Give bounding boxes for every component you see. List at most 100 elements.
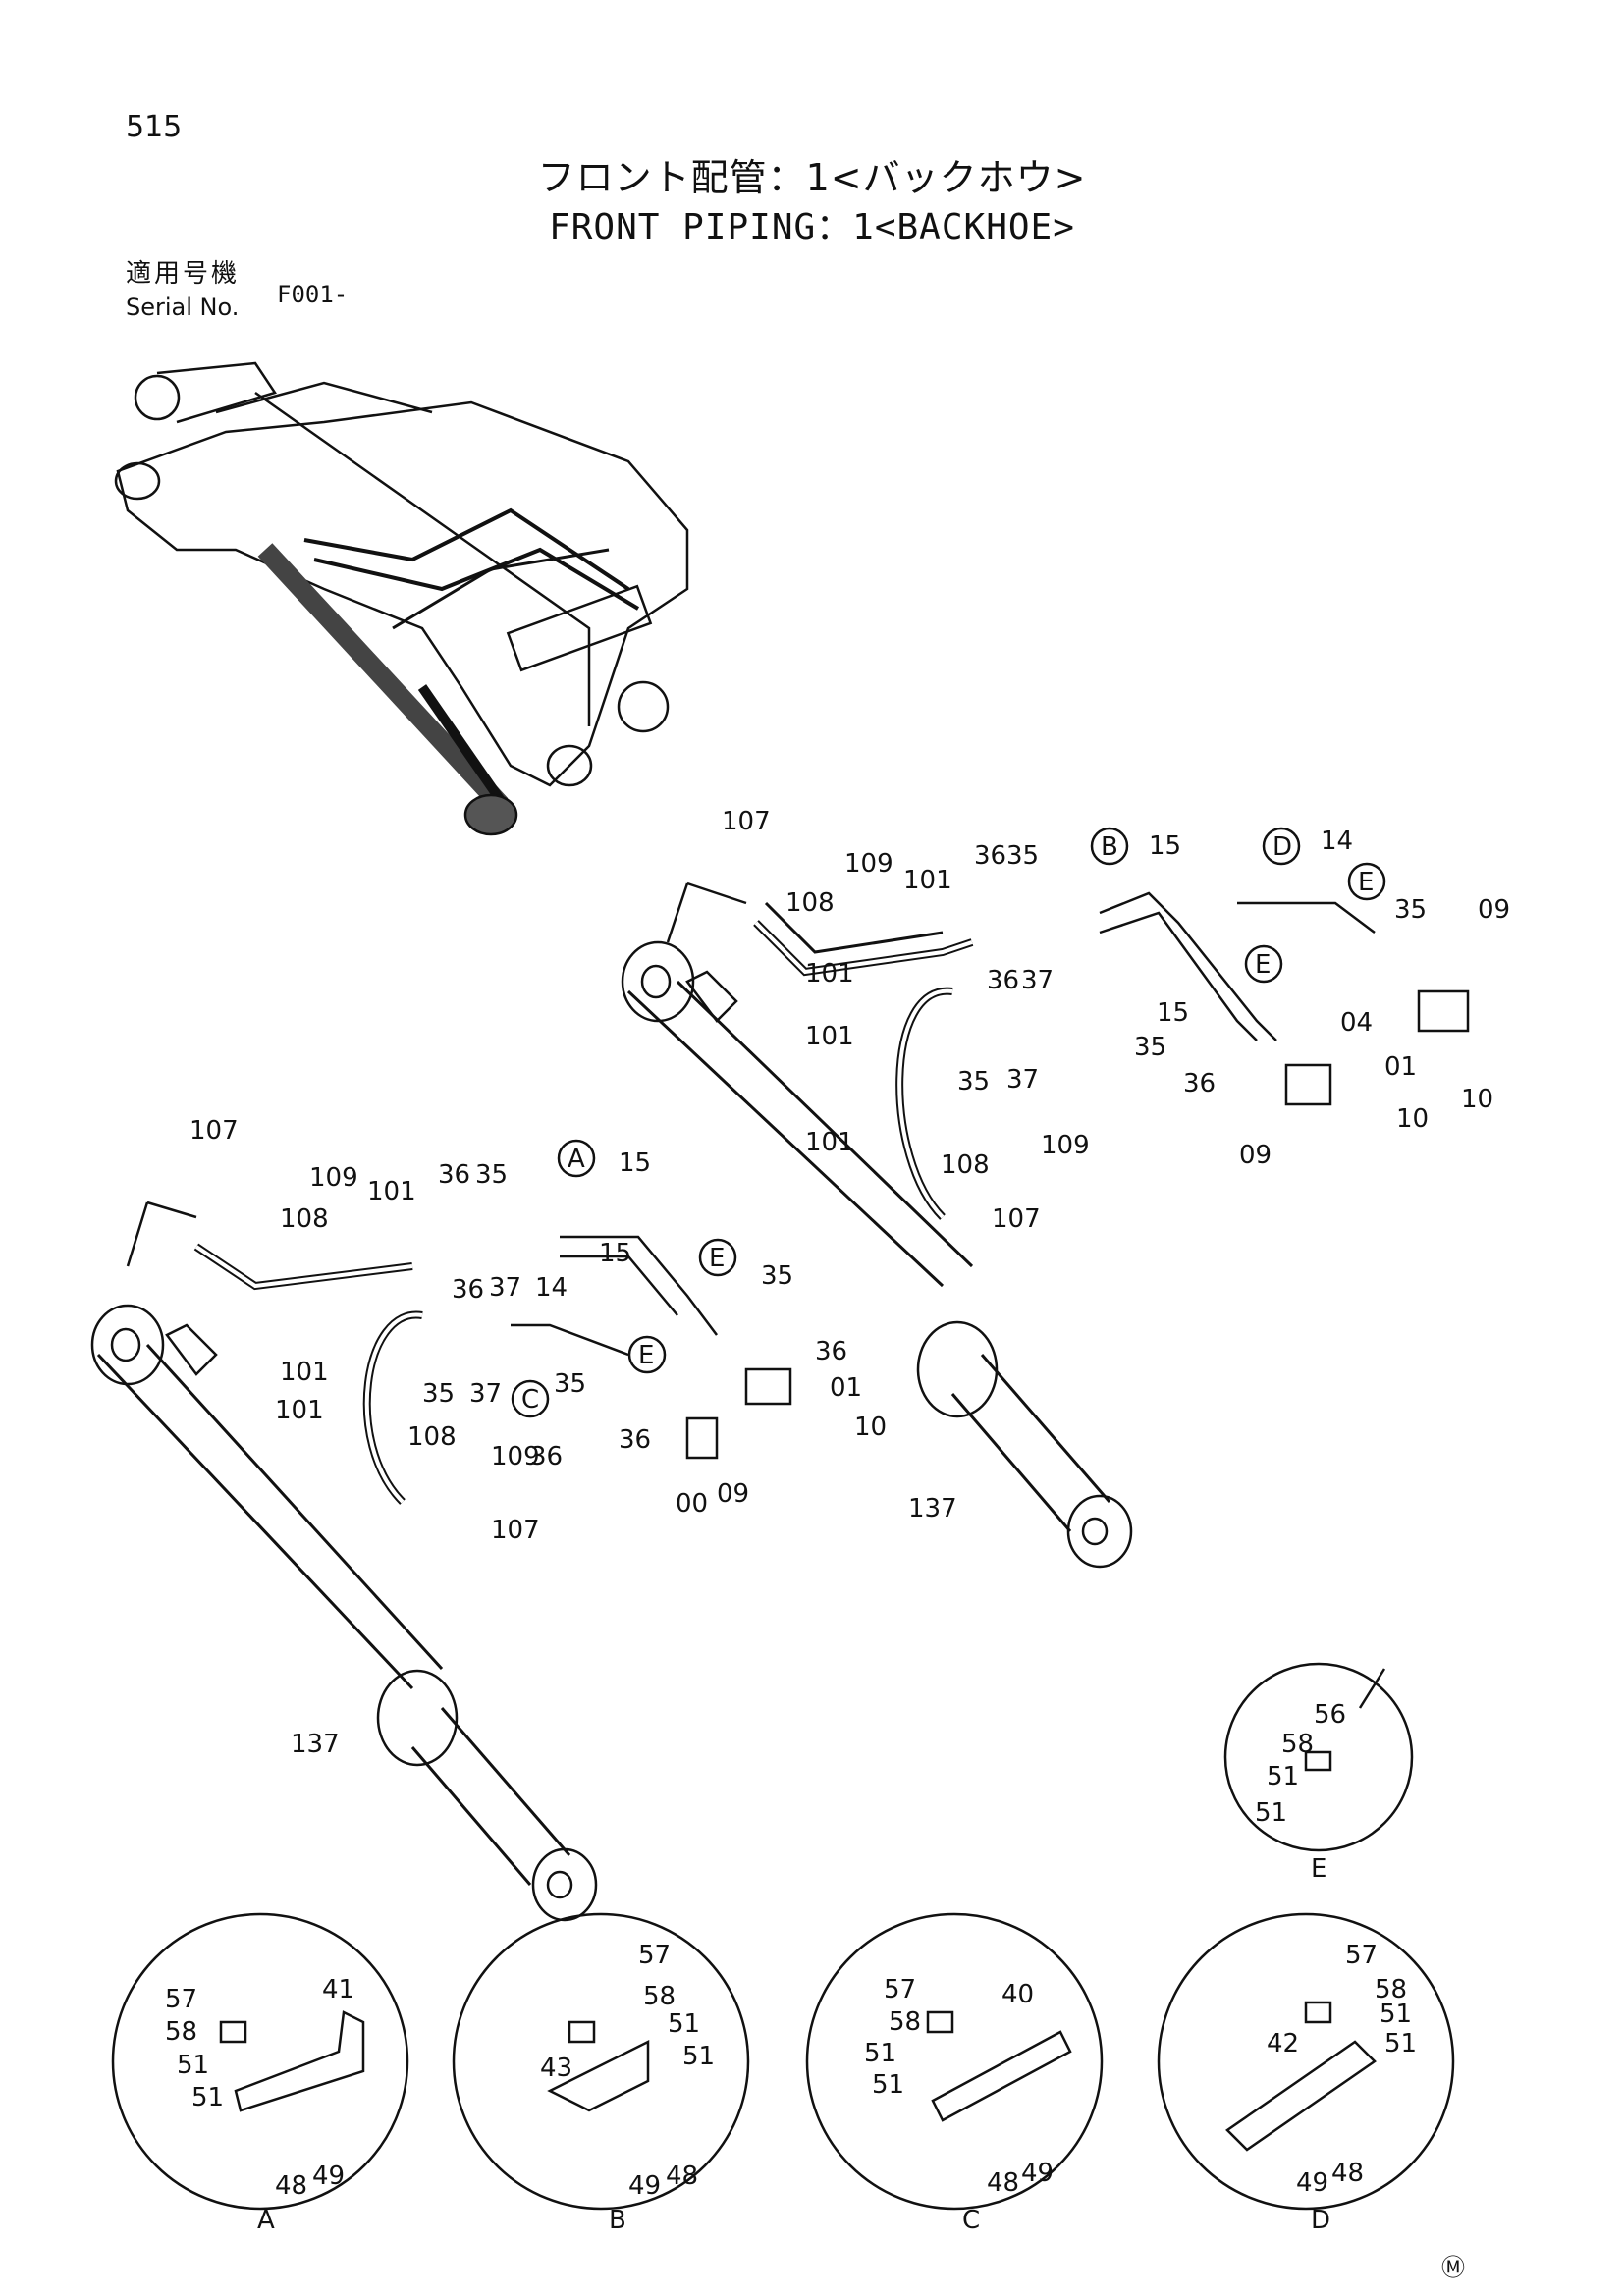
part-label: 35 — [554, 1369, 586, 1399]
detail-A-label: 57 — [165, 1985, 197, 2014]
title-english: FRONT PIPING：1<BACKHOE> — [549, 207, 1075, 247]
detail-label-B: B — [609, 2206, 626, 2235]
part-label: 109 — [309, 1163, 358, 1193]
piping-upper — [666, 881, 1470, 1220]
detail-C-label: 49 — [1021, 2159, 1054, 2188]
detail-B-label: 49 — [628, 2171, 661, 2201]
part-label: 36 — [452, 1275, 484, 1305]
serial-label-jp: 適用号機 — [126, 259, 241, 289]
cylinder-upper — [621, 940, 1133, 1569]
part-label: 109 — [491, 1442, 540, 1471]
part-label: 107 — [189, 1116, 239, 1146]
part-label: 15 — [619, 1148, 651, 1178]
part-label: 101 — [280, 1358, 329, 1387]
part-label: 10 — [1461, 1085, 1493, 1114]
part-label: 36 — [619, 1425, 651, 1455]
boom-assembly-illustration — [114, 361, 689, 836]
callout-labels: B D E E A E E C E A B C D — [257, 832, 1374, 2235]
callout-D: D — [1272, 832, 1292, 862]
detail-D-label: 49 — [1296, 2168, 1328, 2198]
detail-B-label: 58 — [643, 1982, 676, 2011]
detail-A-label: 41 — [322, 1975, 354, 2004]
part-label: 14 — [1321, 827, 1353, 856]
callout-C: C — [521, 1385, 539, 1415]
page-number: 515 — [126, 110, 183, 144]
detail-D-label: 48 — [1331, 2159, 1364, 2188]
part-label: 15 — [599, 1239, 631, 1268]
part-numbers-upper: 107 109 108 101 36 35 15 14 35 09 101 36… — [722, 807, 1510, 1523]
part-label: 108 — [280, 1204, 329, 1234]
part-label: 36 — [438, 1160, 470, 1190]
piping-lower — [126, 1201, 792, 1505]
detail-label-D: D — [1311, 2206, 1330, 2235]
part-label: 107 — [722, 807, 771, 836]
serial-value: F001- — [277, 281, 349, 308]
detail-A-label: 51 — [177, 2051, 209, 2080]
part-label: 36 — [530, 1442, 563, 1471]
callout-B: B — [1101, 832, 1118, 862]
detail-A-label: 49 — [312, 2162, 345, 2191]
part-label: 35 — [1006, 841, 1039, 871]
detail-C-label: 51 — [864, 2039, 896, 2068]
detail-circles — [111, 1662, 1455, 2211]
part-label: 09 — [1239, 1141, 1272, 1170]
callout-E-3: E — [709, 1244, 725, 1273]
part-label: 36 — [974, 841, 1006, 871]
detail-C-label: 40 — [1001, 1980, 1034, 2009]
detail-D-label: 57 — [1345, 1941, 1378, 1970]
part-label: 109 — [1041, 1131, 1090, 1160]
part-label: 35 — [957, 1067, 990, 1096]
part-label: 35 — [1134, 1033, 1166, 1062]
part-label: 137 — [908, 1494, 957, 1523]
cylinder-lower — [90, 1304, 598, 1922]
part-label: 15 — [1157, 998, 1189, 1028]
serial-label-en: Serial No. — [126, 294, 240, 321]
detail-E-label: 51 — [1255, 1798, 1287, 1828]
detail-D-label: 51 — [1384, 2029, 1417, 2058]
detail-B-label: 51 — [682, 2042, 715, 2071]
part-label: 09 — [1478, 895, 1510, 925]
part-label: 101 — [805, 1022, 854, 1051]
part-label: 37 — [489, 1273, 521, 1303]
detail-B-label: 51 — [668, 2009, 700, 2039]
detail-D-label: 58 — [1375, 1975, 1407, 2004]
detail-B-label: 48 — [666, 2162, 698, 2191]
detail-B-label: 57 — [638, 1941, 671, 1970]
part-label: 15 — [1149, 831, 1181, 861]
detail-E-label: 56 — [1314, 1700, 1346, 1730]
detail-D-label: 51 — [1380, 2000, 1412, 2029]
part-label: 14 — [535, 1273, 568, 1303]
part-label: 10 — [1396, 1104, 1429, 1134]
part-label: 35 — [475, 1160, 508, 1190]
detail-A-label: 58 — [165, 2017, 197, 2047]
part-label: 107 — [992, 1204, 1041, 1234]
part-numbers-lower: 107 109 101 36 35 15 108 15 36 14 37 35 … — [189, 1116, 887, 1759]
part-label: 107 — [491, 1516, 540, 1545]
detail-C-label: 48 — [987, 2168, 1019, 2198]
detail-B-label: 43 — [540, 2054, 572, 2083]
callout-A: A — [568, 1145, 585, 1174]
detail-D-label: 42 — [1267, 2029, 1299, 2058]
detail-label-E: E — [1311, 1854, 1326, 1884]
detail-label-A: A — [257, 2206, 275, 2235]
title-japanese: フロント配管：1<バックホウ> — [537, 156, 1087, 199]
part-label: 01 — [830, 1373, 862, 1403]
detail-part-numbers: 56 58 51 51 57 58 41 51 51 48 49 57 58 5… — [165, 1700, 1417, 2201]
part-label: 35 — [1394, 895, 1427, 925]
serial-label: 適用号機 Serial No. — [126, 257, 240, 324]
m-mark-icon: Ⓜ — [1441, 2254, 1465, 2281]
part-label: 09 — [717, 1479, 749, 1509]
part-label: 101 — [367, 1177, 416, 1206]
part-label: 36 — [815, 1337, 847, 1366]
callout-E-4: E — [638, 1341, 654, 1370]
part-label: 37 — [1006, 1065, 1039, 1095]
part-label: 101 — [903, 866, 952, 895]
part-label: 108 — [407, 1422, 457, 1452]
callout-E-2: E — [1255, 950, 1271, 980]
part-label: 101 — [805, 1128, 854, 1157]
part-label: 10 — [854, 1413, 887, 1442]
part-label: 101 — [275, 1396, 324, 1425]
detail-label-C: C — [962, 2206, 980, 2235]
part-label: 108 — [941, 1150, 990, 1180]
